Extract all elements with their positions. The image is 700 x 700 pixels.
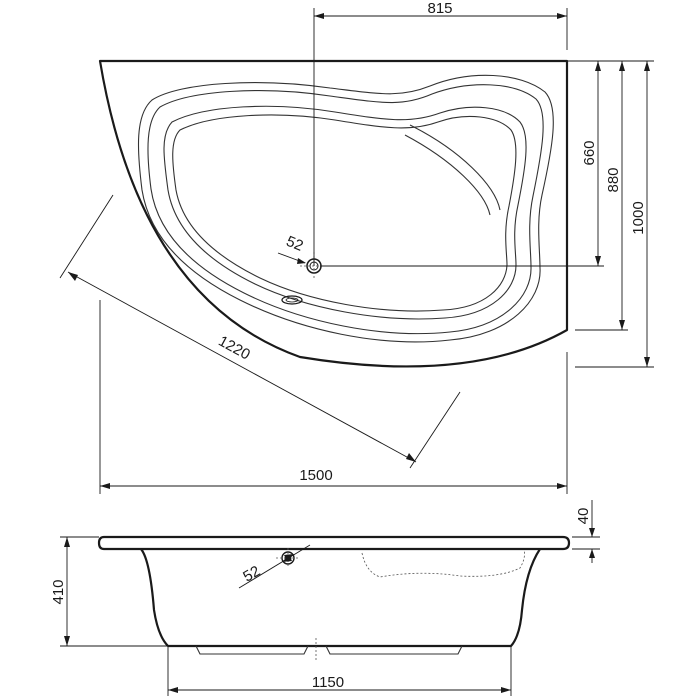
dim-1150: 1150 (167, 646, 512, 696)
dim-815-label: 815 (427, 0, 452, 17)
dim-660: 660 (320, 60, 604, 267)
side-body (140, 548, 541, 648)
side-base-left (195, 645, 309, 655)
dim-410: 410 (50, 536, 168, 647)
dim-40-label: 40 (575, 508, 592, 525)
dim-1500-label: 1500 (299, 467, 332, 484)
plan-overflow-icon (281, 295, 303, 305)
dim-1150-label: 1150 (312, 674, 344, 691)
dim-1500: 1500 (99, 300, 568, 494)
dim-1000-label: 1000 (630, 201, 647, 234)
drain-diameter-side-label: 52 (240, 563, 263, 586)
drain-diameter-plan-label: 52 (284, 233, 306, 255)
dim-1000: 1000 (575, 60, 654, 368)
dim-1220: 1220 (59, 194, 461, 469)
plan-backrest-line-2 (404, 134, 491, 216)
plan-view: 52 (98, 59, 569, 368)
dim-880: 880 (575, 60, 628, 331)
dim-1220-label: 1220 (215, 333, 252, 364)
plan-basin-bottom-inner (172, 114, 517, 312)
dim-880-label: 880 (605, 167, 622, 192)
dim-660-label: 660 (581, 140, 598, 165)
dim-40: 40 (572, 500, 600, 563)
plan-basin-outer (137, 74, 554, 343)
side-base-right (325, 645, 463, 655)
side-view: 52 (97, 535, 571, 660)
plan-backrest-line-1 (409, 124, 501, 211)
side-rim (97, 535, 571, 551)
plan-basin-mid (147, 84, 544, 335)
dim-815: 815 (313, 0, 568, 266)
side-backrest-dashed (361, 549, 525, 578)
dim-410-label: 410 (50, 579, 67, 604)
plan-basin-bottom (163, 105, 527, 320)
plan-outer-outline (98, 59, 569, 368)
